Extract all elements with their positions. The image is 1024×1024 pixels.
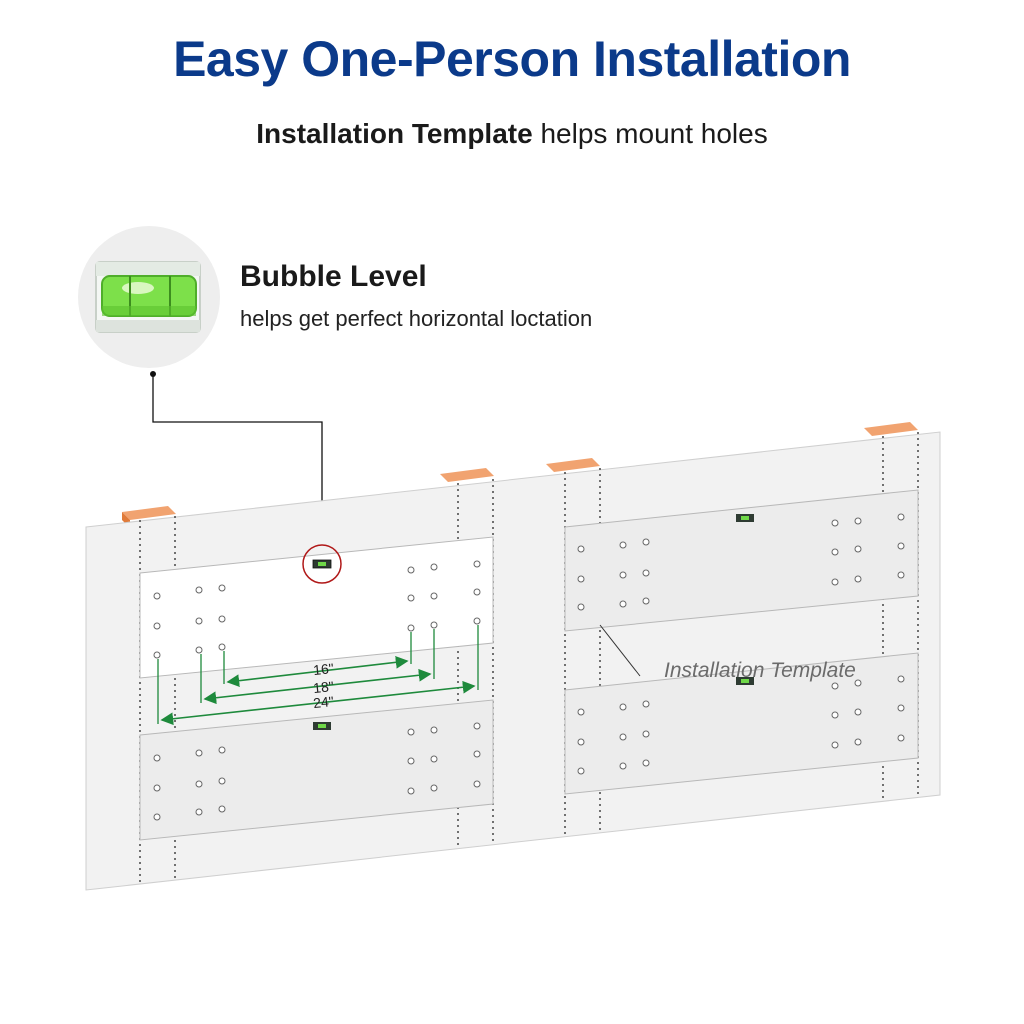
mounting-holes — [153, 513, 905, 821]
wall-studs — [122, 422, 918, 528]
dimension-16-label: 16" — [312, 660, 334, 678]
template-right-bottom — [564, 652, 919, 795]
subtitle-rest: helps mount holes — [532, 118, 768, 149]
dimension-18-label: 18" — [312, 678, 334, 696]
dimension-24-arrow — [160, 680, 476, 726]
dimension-arrows — [160, 655, 476, 726]
bubble-level-icon — [95, 261, 201, 333]
template-label: Installation Template — [664, 659, 856, 682]
template-left-top — [139, 536, 494, 679]
level-highlight-circle — [302, 544, 342, 584]
page-subtitle: Installation Template helps mount holes — [0, 118, 1024, 150]
template-right-top — [564, 489, 919, 632]
subtitle-bold: Installation Template — [256, 118, 533, 149]
dimension-guides — [157, 625, 479, 724]
template-label-leader — [599, 624, 641, 677]
template-levels — [312, 514, 754, 730]
dimension-24-label: 24" — [312, 693, 334, 711]
callout-title: Bubble Level — [240, 260, 427, 293]
page-title: Easy One-Person Installation — [173, 31, 851, 87]
callout-description: helps get perfect horizontal loctation — [240, 306, 593, 331]
bubble-level-image — [78, 226, 220, 368]
